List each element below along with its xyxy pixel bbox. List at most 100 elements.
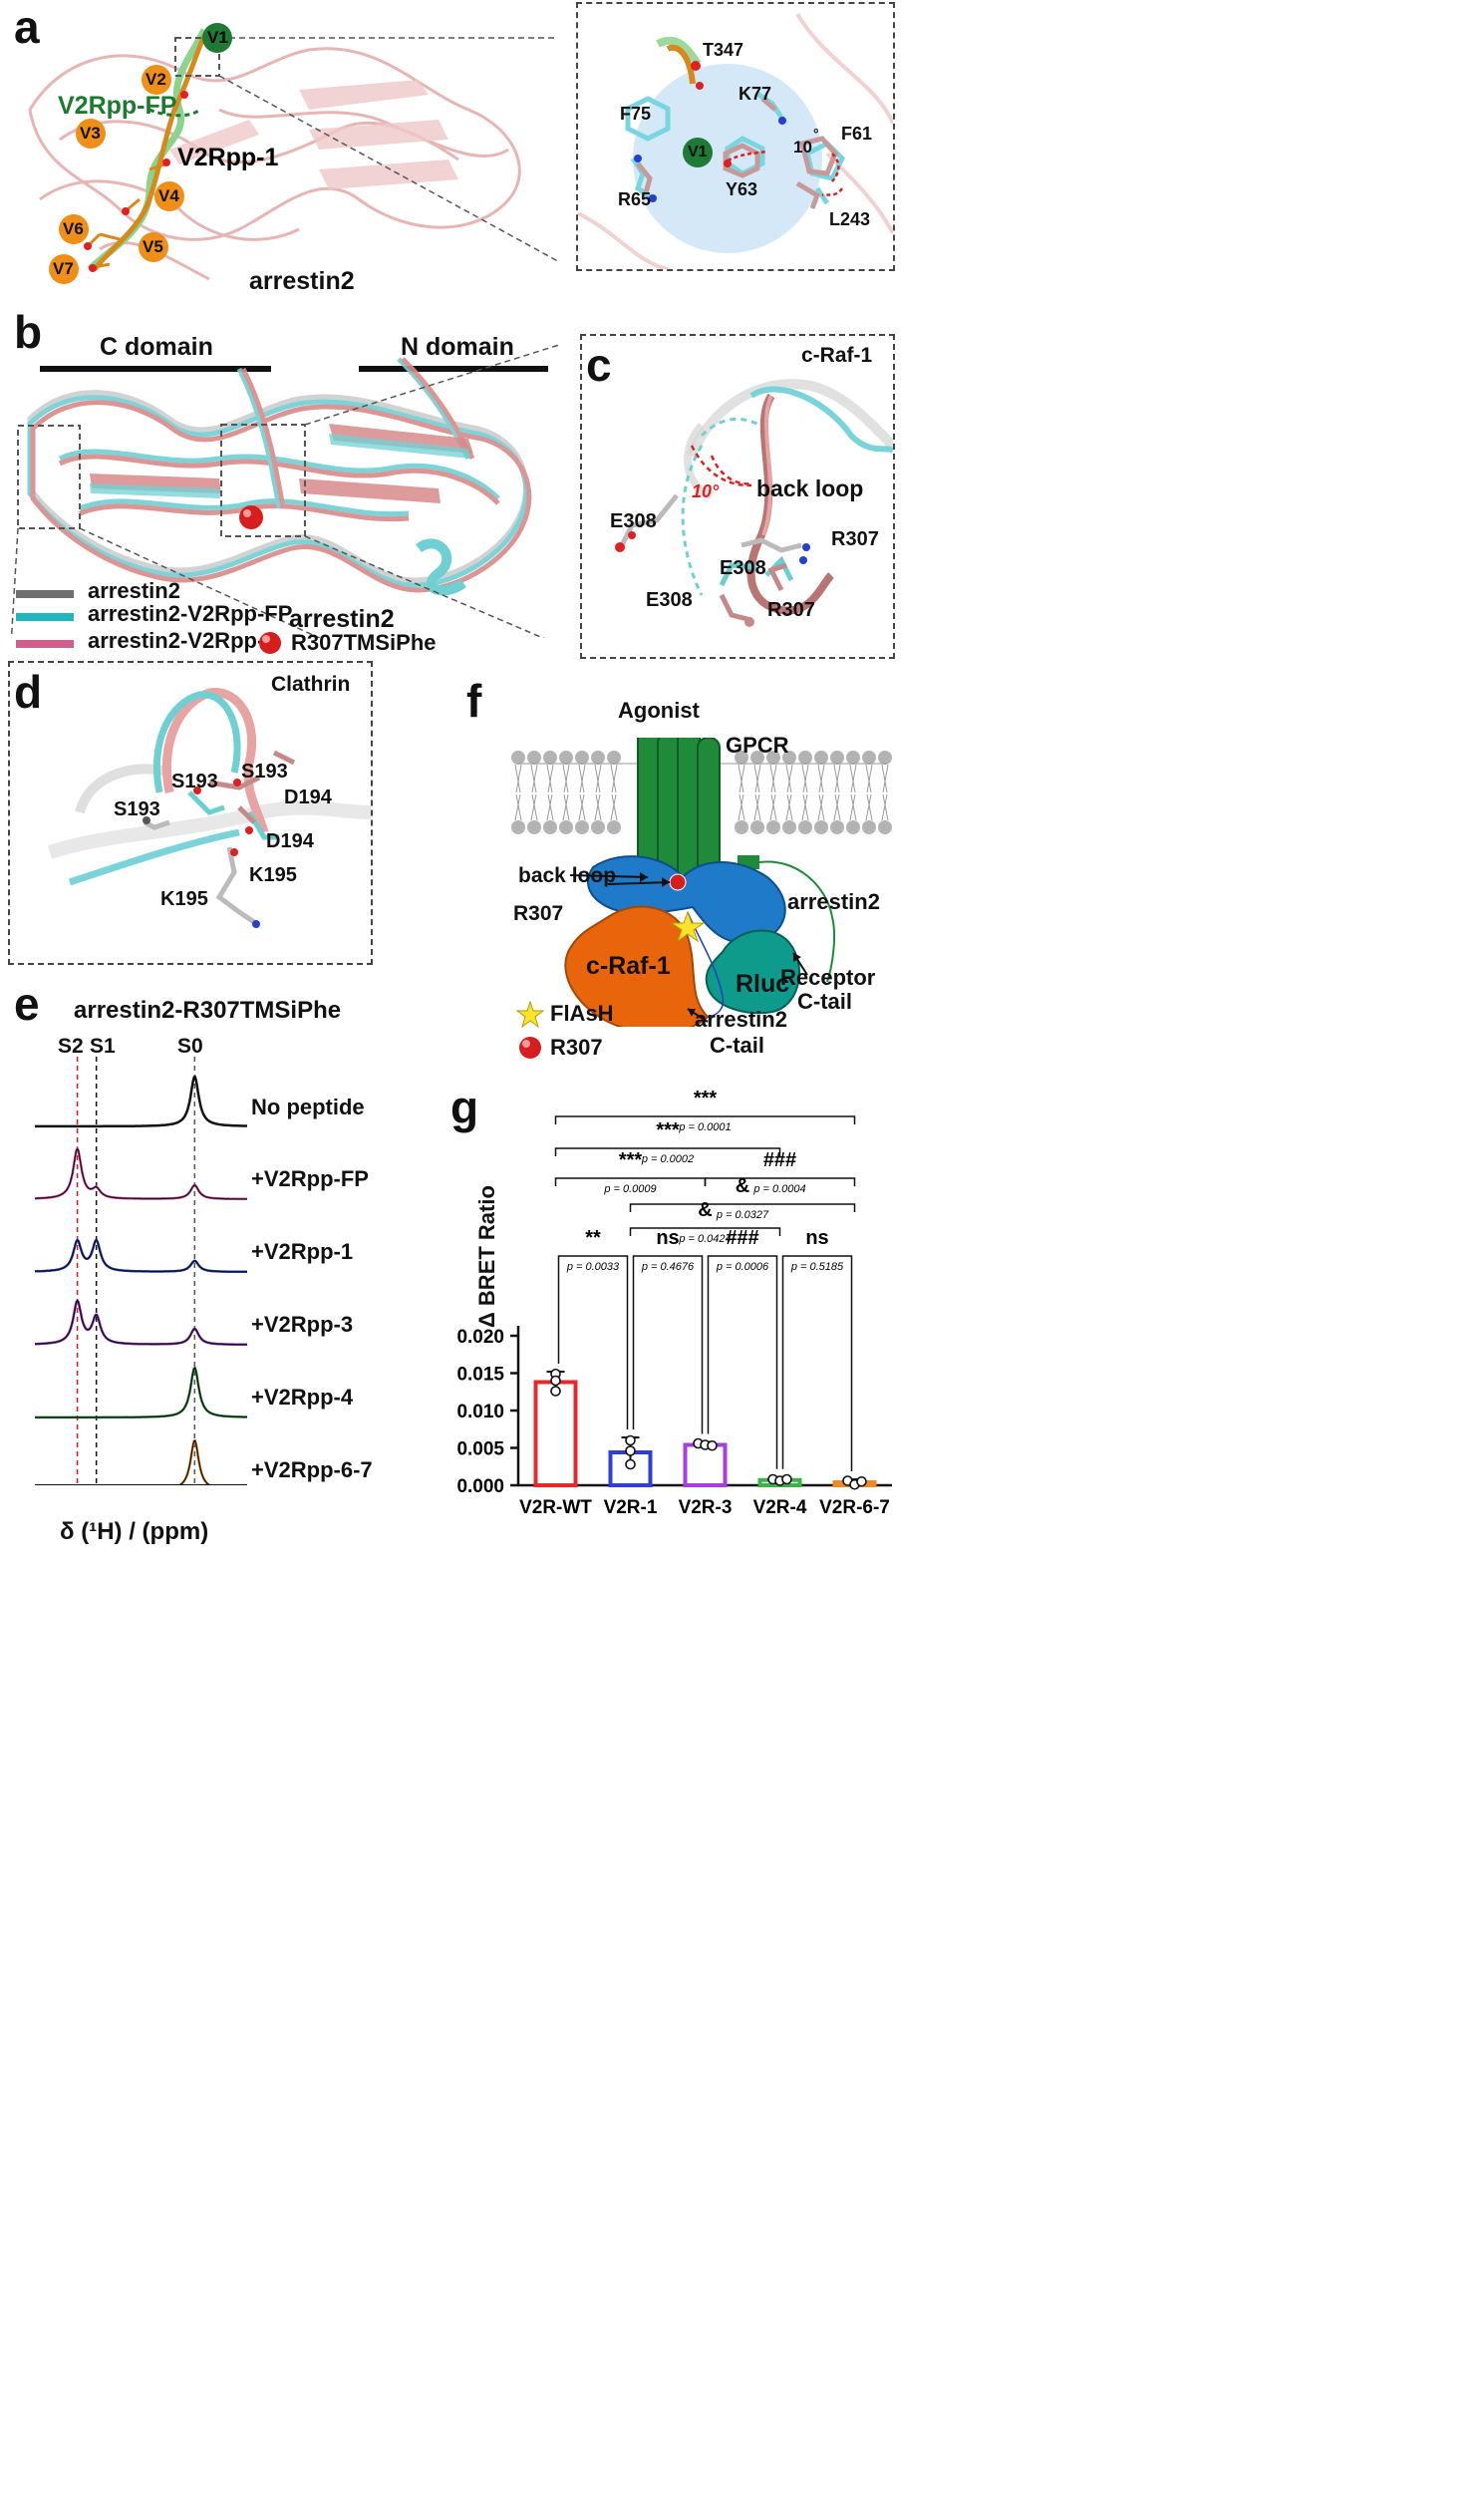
c-domain-label: C domain <box>100 333 213 361</box>
membrane-bead <box>878 820 892 834</box>
label-arrestin2: arrestin2 <box>249 267 355 295</box>
y-tick-label: 0.005 <box>456 1439 504 1460</box>
membrane-tail <box>611 764 618 793</box>
spectrum-fit <box>34 1075 247 1128</box>
panel-e-title: arrestin2-R307TMSiPhe <box>74 997 342 1024</box>
membrane-tail <box>610 764 617 793</box>
marker-sphere-icon <box>259 632 281 654</box>
comparison-bracket <box>554 1115 856 1124</box>
p-value-label: p = 0.0424 <box>678 1233 731 1245</box>
y-tick-label: 0.010 <box>456 1402 504 1422</box>
x-tick-label: V2R-4 <box>753 1497 807 1518</box>
membrane-bead <box>798 820 812 834</box>
bar-V2R-3 <box>683 1442 728 1487</box>
residue-v5: V5 <box>143 237 163 256</box>
panel-d-k195-b: K195 <box>160 888 208 910</box>
trace-label-3: +V2Rpp-3 <box>251 1312 354 1337</box>
membrane-tail <box>769 793 776 821</box>
membrane-bead <box>735 820 748 834</box>
inset-y63: Y63 <box>726 179 758 199</box>
panel-d-s193-b: S193 <box>241 761 288 783</box>
spectrum-fit <box>176 1438 213 1485</box>
comparison-bracket <box>707 1255 778 1469</box>
marker-label: R307TMSiPhe <box>291 630 437 655</box>
y-tick-label: 0.015 <box>456 1365 504 1386</box>
membrane-tail <box>611 793 618 821</box>
n-domain-bar <box>359 366 548 372</box>
membrane-tail <box>546 764 553 793</box>
membrane-tail <box>594 793 601 821</box>
p-value-label: p = 0.0033 <box>566 1261 620 1273</box>
membrane-bead <box>750 751 764 765</box>
panel-g-letter: g <box>450 1082 479 1133</box>
membrane-tail <box>578 793 585 821</box>
significance-label: ** <box>585 1227 601 1249</box>
inset-v1: V1 <box>688 144 708 160</box>
label-arrestin2-f: arrestin2 <box>787 889 880 914</box>
n-domain-label: N domain <box>401 333 514 361</box>
membrane-bead <box>591 820 605 834</box>
panel-b-structure <box>10 344 558 638</box>
membrane-tail <box>563 764 570 793</box>
legend-r307: R307 <box>550 1035 603 1060</box>
legend-label-pp1: arrestin2-V2Rpp-1 <box>88 628 277 653</box>
panel-c-r307-a: R307 <box>831 528 879 550</box>
panel-f-letter: f <box>466 675 482 727</box>
membrane-tail <box>754 764 761 793</box>
label-arrestin-ctail: C-tail <box>710 1033 764 1058</box>
comparison-bracket <box>629 1227 781 1236</box>
membrane-bead <box>782 820 796 834</box>
p-value-label: p = 0.0004 <box>752 1183 805 1195</box>
panel-d: d Clathrin S193 S193 D194 S193 D194 K195… <box>8 661 373 965</box>
data-point <box>707 1439 718 1451</box>
significance-label: *** <box>694 1088 718 1109</box>
membrane-tail <box>865 764 872 793</box>
trace-label-0: No peptide <box>251 1095 365 1119</box>
data-point <box>550 1386 561 1397</box>
panel-c-angle: 10° <box>692 481 720 501</box>
membrane-bead <box>559 820 573 834</box>
membrane-bead <box>814 751 828 765</box>
data-point <box>625 1434 636 1446</box>
membrane-tail <box>579 793 586 821</box>
comparison-bracket <box>629 1203 856 1212</box>
legend-flash: FlAsH <box>550 1001 614 1026</box>
membrane-tail <box>850 764 857 793</box>
membrane-tail <box>802 764 809 793</box>
membrane-tail <box>785 793 792 821</box>
comparison-bracket <box>632 1255 704 1434</box>
membrane-bead <box>766 751 780 765</box>
inset-degree: ° <box>813 126 819 142</box>
significance-label: ### <box>763 1149 796 1171</box>
membrane-bead <box>527 751 541 765</box>
panel-c-e308-c: E308 <box>646 589 693 611</box>
spectrum-trace <box>34 1239 247 1273</box>
membrane-bead <box>575 820 589 834</box>
spectrum-fit <box>35 1298 247 1347</box>
membrane-bead <box>830 751 844 765</box>
membrane-tail <box>610 793 617 821</box>
bar-V2R-WT <box>533 1380 578 1487</box>
panel-c-e308-b: E308 <box>720 557 766 579</box>
label-arrestin-tail: arrestin2 <box>695 1007 787 1032</box>
data-point <box>856 1475 867 1487</box>
membrane-bead <box>607 751 621 765</box>
flash-star-icon <box>516 1001 544 1029</box>
y-tick-label: 0.020 <box>456 1327 504 1348</box>
inset-f61: F61 <box>841 124 873 144</box>
panel-a-letter: a <box>14 1 40 53</box>
membrane-bead <box>543 751 557 765</box>
membrane-tail <box>849 793 856 821</box>
x-tick-label: V2R-6-7 <box>819 1497 890 1518</box>
label-agonist: Agonist <box>618 698 700 723</box>
comparison-bracket <box>557 1255 629 1429</box>
membrane-bead <box>782 751 796 765</box>
membrane-tail <box>801 764 808 793</box>
membrane-tail <box>802 793 809 821</box>
membrane-tail <box>595 793 602 821</box>
panel-d-letter: d <box>14 666 43 718</box>
nmr-spectra: 0.240.200.160.120.08 <box>34 1057 247 1485</box>
spectrum-fit <box>34 1366 247 1419</box>
membrane-bead <box>862 820 876 834</box>
panel-a-structure <box>28 23 558 284</box>
